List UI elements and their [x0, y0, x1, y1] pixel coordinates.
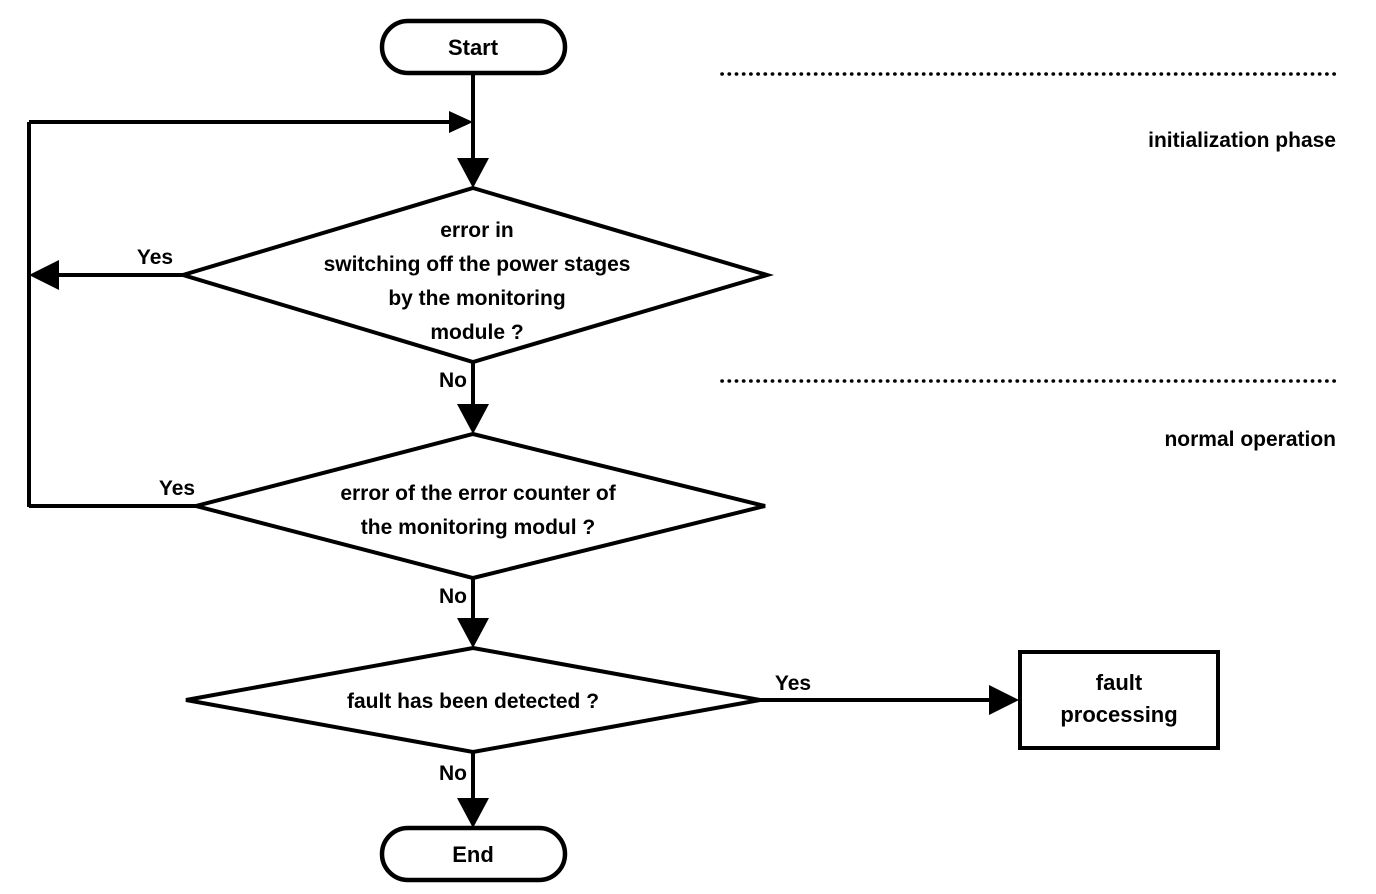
edge-label-no-switch-off: No — [439, 369, 467, 392]
edge-label-yes-error-counter: Yes — [159, 477, 195, 500]
edge-label-yes-fault-detected: Yes — [775, 672, 811, 695]
decision-error-counter-line2: the monitoring modul ? — [361, 516, 595, 539]
arrowhead-loop-return-to-spine — [449, 111, 473, 133]
end-node[interactable] — [379, 825, 568, 883]
fault-processing-line1: fault — [1096, 670, 1143, 695]
fault-processing-line2: processing — [1060, 702, 1177, 727]
edge-label-no-error-counter: No — [439, 585, 467, 608]
arrowhead-into-decision-fault-detected — [457, 618, 489, 648]
start-node-label: Start — [448, 35, 499, 60]
decision-switch-off-line2: switching off the power stages — [324, 253, 631, 276]
arrowhead-decision-switch-off-yes — [29, 260, 59, 290]
decision-switch-off-line3: by the monitoring — [388, 287, 565, 310]
decision-error-counter-line1: error of the error counter of — [340, 482, 616, 505]
edge-label-no-fault-detected: No — [439, 762, 467, 785]
decision-switch-off-line4: module ? — [430, 321, 523, 344]
phase-label-normal-operation: normal operation — [1164, 428, 1336, 451]
fault-processing-node[interactable] — [1018, 650, 1220, 750]
edge-label-yes-switch-off: Yes — [137, 246, 173, 269]
decision-error-counter[interactable] — [188, 431, 766, 581]
arrowhead-into-fault-processing — [989, 685, 1019, 715]
arrowhead-into-decision-error-counter — [457, 404, 489, 434]
arrowhead-into-decision-switch-off — [457, 158, 489, 188]
end-node-label: End — [452, 842, 494, 867]
phase-label-initialization: initialization phase — [1148, 129, 1336, 152]
decision-switch-off-line1: error in — [440, 219, 514, 242]
decision-fault-detected-line1: fault has been detected ? — [347, 690, 599, 713]
arrowhead-into-end — [457, 798, 489, 828]
